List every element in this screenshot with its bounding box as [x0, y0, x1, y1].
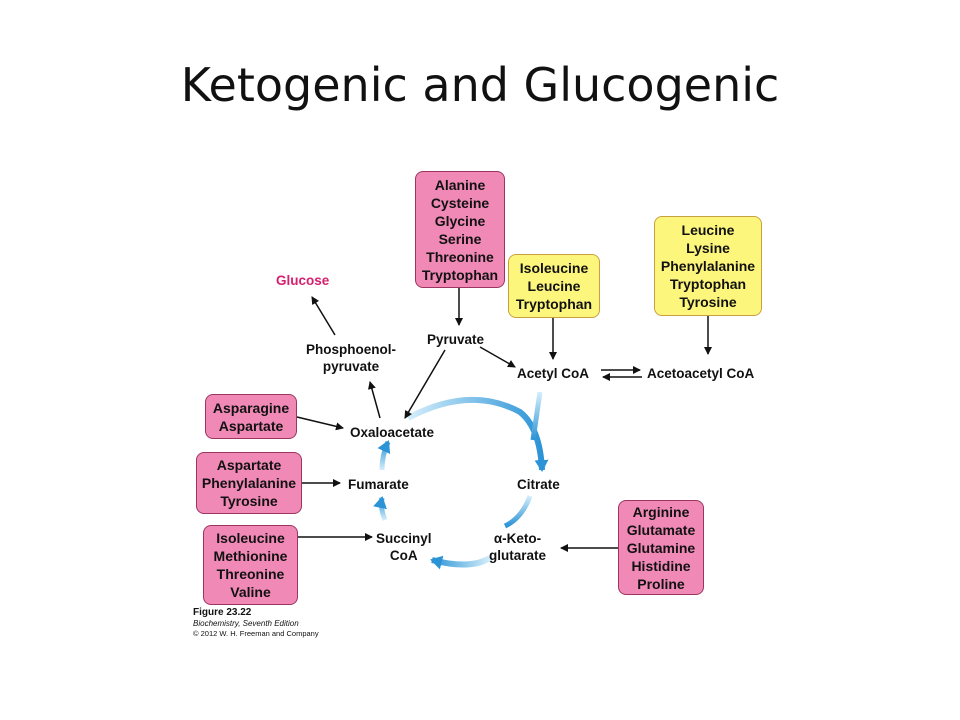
glucogenic-box-pyruvate: Alanine Cysteine Glycine Serine Threonin… — [415, 171, 505, 288]
glucogenic-box-succinyl: Isoleucine Methionine Threonine Valine — [203, 525, 298, 605]
amino-acid-label: Arginine — [632, 503, 690, 520]
pyruvate-label: Pyruvate — [427, 332, 485, 347]
amino-acid-label: Isoleucine — [519, 260, 589, 276]
amino-acid-label: Tryptophan — [669, 276, 747, 292]
citrate-label: Citrate — [517, 477, 560, 492]
cycle-arrow-citrate-ketoglutarate — [503, 495, 533, 529]
glucogenic-box-oxaloacetate: Asparagine Aspartate — [205, 394, 297, 439]
ketogenic-box-acetyl: Isoleucine Leucine Tryptophan — [508, 254, 600, 318]
amino-acid-label: Tryptophan — [515, 296, 593, 312]
amino-acid-label: Cysteine — [430, 194, 490, 211]
amino-acid-label: Isoleucine — [216, 530, 285, 546]
acetoacetyl-coa-label: Acetoacetyl CoA — [647, 366, 755, 381]
arrow-pep-glucose — [311, 296, 336, 336]
arrow-pyruvate-oxaloacetate — [404, 349, 446, 419]
ketogenic-box-acetoacetyl: Leucine Lysine Phenylalanine Tryptophan … — [654, 216, 762, 316]
succinyl-line-2: CoA — [389, 548, 418, 563]
succinyl-coa-label: Succinyl CoA — [376, 530, 432, 564]
slide-title: Ketogenic and Glucogenic — [180, 58, 780, 112]
amino-acid-label: Glutamine — [626, 539, 696, 556]
amino-acid-label: Asparagine — [212, 399, 290, 416]
amino-acid-label: Proline — [637, 575, 685, 592]
cycle-arrow-succinyl-fumarate — [373, 496, 388, 521]
arrow-pyruvate-acetyl — [479, 346, 516, 368]
fumarate-label: Fumarate — [348, 477, 409, 492]
amino-acid-label: Glutamate — [626, 521, 696, 538]
cycle-arrow-oxaloacetate-citrate — [406, 396, 549, 472]
amino-acid-label: Alanine — [434, 176, 486, 193]
amino-acid-label: Aspartate — [216, 457, 282, 473]
amino-acid-label: Glycine — [434, 212, 486, 229]
amino-acid-label: Tryptophan — [421, 266, 499, 283]
amino-acid-label: Phenylalanine — [201, 475, 297, 491]
amino-acid-label: Leucine — [681, 222, 735, 238]
book-title: Biochemistry, Seventh Edition — [193, 619, 299, 628]
cycle-arrow-fumarate-oxaloacetate — [377, 440, 391, 471]
amino-acid-label: Phenylalanine — [660, 258, 756, 274]
copyright-notice: © 2012 W. H. Freeman and Company — [193, 629, 319, 638]
succinyl-line-1: Succinyl — [376, 531, 432, 546]
cycle-arrow-ketoglutarate-succinyl — [430, 555, 492, 570]
pep-line-1: Phosphoenol- — [306, 342, 396, 357]
oxaloacetate-label: Oxaloacetate — [350, 425, 435, 440]
amino-acid-label: Tyrosine — [220, 493, 278, 509]
phosphoenolpyruvate-label: Phosphoenol- pyruvate — [306, 341, 396, 375]
pep-line-2: pyruvate — [322, 359, 380, 374]
glucogenic-box-fumarate: Aspartate Phenylalanine Tyrosine — [196, 452, 302, 514]
cycle-arrow-acetyl-citrate — [530, 391, 543, 441]
amino-acid-label: Threonine — [426, 248, 494, 265]
amino-acid-label: Aspartate — [218, 417, 284, 434]
figure-caption: Figure 23.22 Biochemistry, Seventh Editi… — [193, 607, 319, 639]
amino-acid-label: Leucine — [527, 278, 581, 294]
acetyl-coa-label: Acetyl CoA — [517, 366, 590, 381]
arrow-oxaloacetate-pep — [368, 381, 381, 419]
figure-number: Figure 23.22 — [193, 607, 252, 618]
glucose-label: Glucose — [276, 273, 330, 288]
amino-acid-label: Valine — [230, 584, 271, 600]
amino-acid-label: Methionine — [213, 548, 288, 564]
ketoglutarate-line-2: glutarate — [489, 548, 547, 563]
amino-acid-label: Tyrosine — [679, 294, 737, 310]
glucogenic-box-ketoglutarate: Arginine Glutamate Glutamine Histidine P… — [618, 500, 704, 595]
amino-acid-label: Threonine — [216, 566, 285, 582]
alpha-ketoglutarate-label: α-Keto- glutarate — [489, 530, 546, 564]
arrow-box-oxaloacetate — [296, 416, 344, 431]
amino-acid-label: Serine — [438, 230, 482, 247]
ketoglutarate-line-1: α-Keto- — [493, 531, 542, 546]
amino-acid-label: Histidine — [631, 557, 691, 574]
amino-acid-label: Lysine — [686, 240, 730, 256]
